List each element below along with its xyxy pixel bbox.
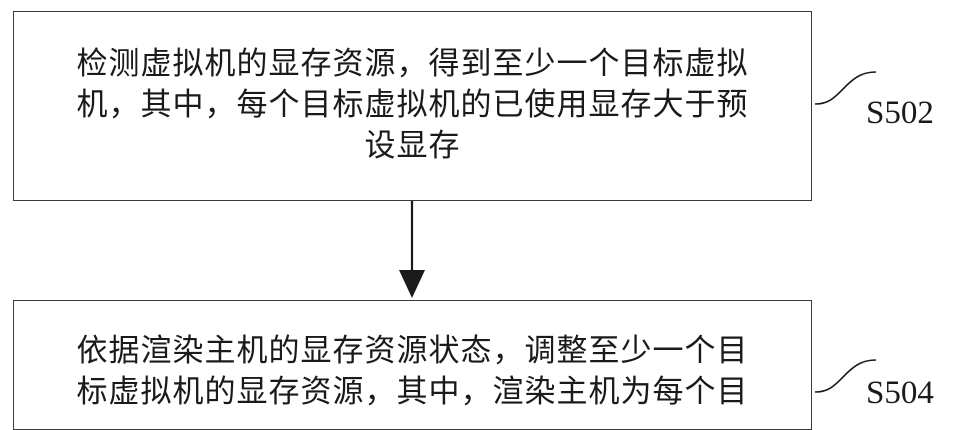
step-box-s502: 检测虚拟机的显存资源，得到至少一个目标虚拟 机，其中，每个目标虚拟机的已使用显存…	[13, 11, 812, 201]
step-box-s504: 依据渲染主机的显存资源状态，调整至少一个目 标虚拟机的显存资源，其中，渲染主机为…	[13, 300, 812, 430]
step-text-line: 机，其中，每个目标虚拟机的已使用显存大于预	[76, 87, 749, 123]
step-text-line: 检测虚拟机的显存资源，得到至少一个目标虚拟	[76, 46, 749, 82]
step-label-s504: S504	[866, 375, 934, 411]
step-text-line: 标虚拟机的显存资源，其中，渲染主机为每个目	[76, 374, 749, 410]
flow-arrow-head	[399, 270, 425, 298]
step-label-s502: S502	[866, 95, 934, 131]
step-text-line: 设显存	[364, 128, 461, 164]
step-text-line: 依据渲染主机的显存资源状态，调整至少一个目	[76, 333, 749, 369]
